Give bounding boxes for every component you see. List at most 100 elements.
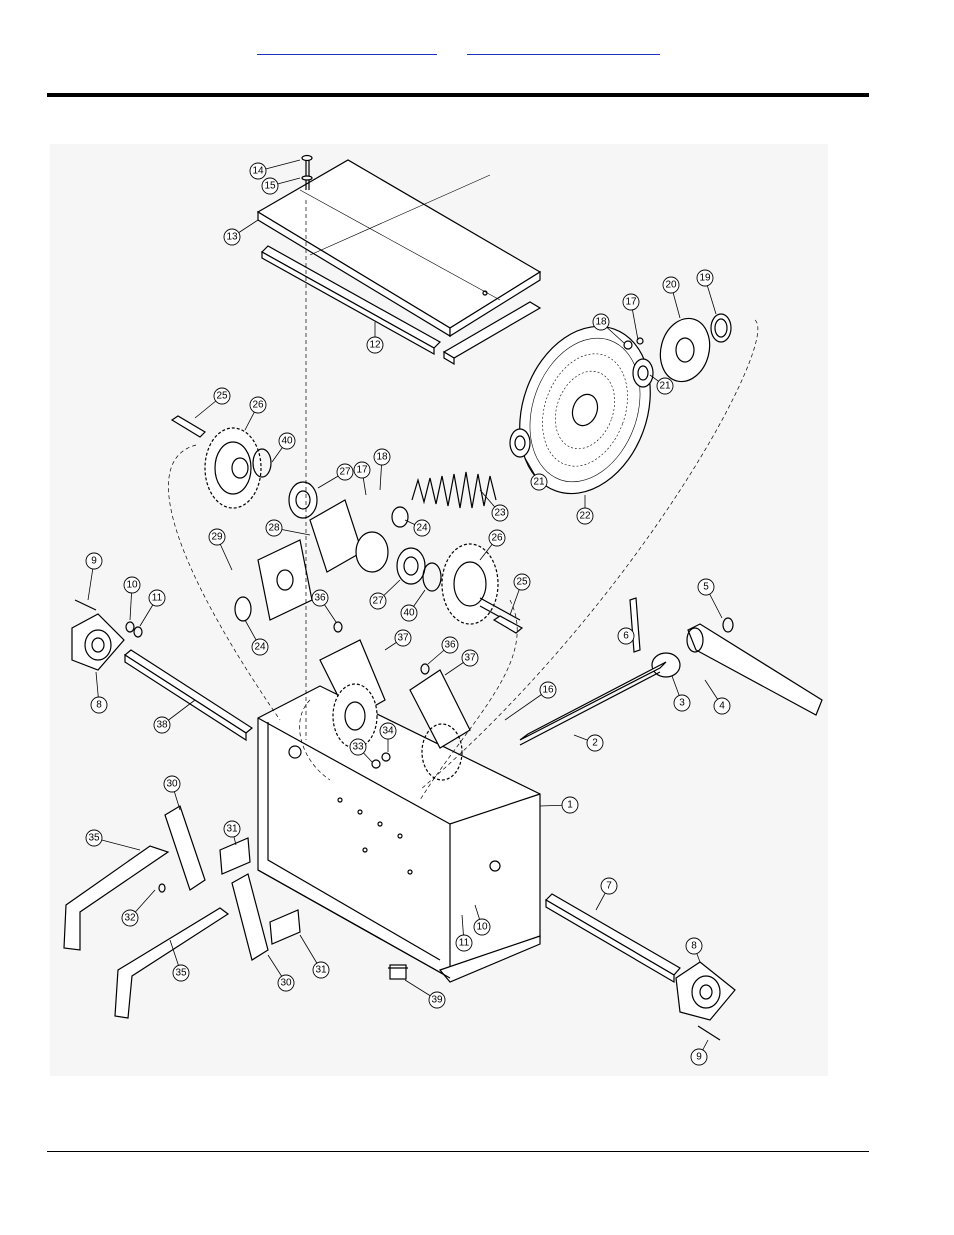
callout-number: 26	[252, 400, 264, 411]
seal-strips	[261, 245, 542, 366]
drive-sprocket-upper	[204, 427, 262, 509]
callout-number: 15	[264, 181, 276, 192]
callout-circle	[163, 775, 181, 793]
bearing-set	[234, 448, 442, 622]
callout-number: 10	[126, 580, 138, 591]
callout-circle	[617, 627, 635, 645]
callout-number: 40	[281, 436, 293, 447]
callout-circle	[213, 387, 231, 405]
callout-number: 32	[124, 913, 136, 924]
callout-circle	[85, 829, 103, 847]
callout-circle	[697, 578, 715, 596]
lid-bolt	[301, 154, 313, 190]
callout-number: 35	[88, 833, 100, 844]
callout-circle	[586, 734, 604, 752]
callout-circle	[208, 528, 226, 546]
callout-circle	[251, 638, 269, 656]
flange-bearing-left	[71, 599, 143, 671]
clutch-arm	[629, 597, 823, 716]
callout-circle	[400, 604, 418, 622]
callout-number: 27	[339, 467, 351, 478]
callout-circle	[261, 177, 279, 195]
callout-circle	[172, 964, 190, 982]
callout-number: 36	[444, 640, 456, 651]
callout-number: 4	[719, 701, 725, 712]
callout-circle	[265, 519, 283, 537]
callout-circle	[685, 937, 703, 955]
callout-circle	[513, 573, 531, 591]
gauge-levers	[63, 805, 301, 1019]
callout-number: 33	[352, 742, 364, 753]
callout-circle	[561, 796, 579, 814]
callout-number: 11	[459, 938, 470, 949]
callout-number: 1	[567, 800, 573, 811]
header-link-2[interactable]	[467, 40, 660, 55]
callout-circle	[153, 716, 171, 734]
callout-circle	[662, 276, 680, 294]
callout-number: 16	[542, 685, 554, 696]
callout-number: 25	[216, 391, 228, 402]
callout-circle	[373, 448, 391, 466]
callout-number: 31	[315, 965, 327, 976]
callout-circle	[600, 877, 618, 895]
callout-circle	[455, 934, 473, 952]
drive-sprocket-lower	[441, 543, 521, 629]
callout-number: 30	[166, 779, 178, 790]
callout-circle	[696, 269, 714, 287]
callout-number: 17	[625, 297, 637, 308]
callout-number: 30	[280, 978, 292, 989]
callout-number: 35	[175, 968, 187, 979]
callout-circle	[394, 629, 412, 647]
callout-circle	[349, 738, 367, 756]
callout-circle	[85, 552, 103, 570]
callout-number: 27	[372, 596, 384, 607]
callout-number: 37	[397, 633, 409, 644]
callout-number: 6	[623, 631, 629, 642]
callout-circle	[576, 507, 594, 525]
callout-number: 38	[156, 720, 168, 731]
callout-circle	[311, 589, 329, 607]
assembly-guide-lines	[168, 200, 759, 801]
callout-number: 18	[595, 317, 607, 328]
callout-circle	[488, 529, 506, 547]
callout-circle	[277, 974, 295, 992]
callout-number: 28	[268, 523, 280, 534]
callout-circle	[249, 396, 267, 414]
callout-number: 26	[491, 533, 503, 544]
callout-number: 36	[314, 593, 326, 604]
seed-disc	[519, 325, 651, 495]
callout-number: 17	[356, 465, 368, 476]
callout-circle	[312, 961, 330, 979]
bearing-plate	[257, 499, 389, 621]
drive-shaft-2	[519, 661, 667, 746]
callout-number: 24	[416, 523, 428, 534]
callout-circle	[690, 1048, 708, 1066]
callout-number: 22	[579, 511, 591, 522]
callout-circle	[369, 592, 387, 610]
callout-number: 10	[476, 922, 488, 933]
callout-circle	[413, 519, 431, 537]
header-link-1[interactable]	[257, 40, 437, 55]
callout-number: 7	[606, 881, 612, 892]
callout-circle	[656, 377, 674, 395]
callout-leader	[504, 689, 549, 721]
callout-circle	[223, 228, 241, 246]
callout-number: 23	[494, 508, 506, 519]
callout-circle	[539, 681, 557, 699]
callout-circle	[473, 918, 491, 936]
callout-number: 24	[254, 642, 266, 653]
agitator-assembly	[319, 621, 471, 781]
callout-number: 19	[699, 273, 711, 284]
hex-shaft-38	[123, 649, 254, 742]
callout-number: 34	[382, 726, 394, 737]
disc-bearings	[509, 313, 732, 458]
callout-number: 5	[703, 582, 709, 593]
callout-circle	[530, 473, 548, 491]
callout-circle	[379, 722, 397, 740]
callout-number: 25	[516, 577, 528, 588]
callout-number: 21	[659, 381, 671, 392]
callout-circle	[223, 820, 241, 838]
callout-circle	[491, 504, 509, 522]
